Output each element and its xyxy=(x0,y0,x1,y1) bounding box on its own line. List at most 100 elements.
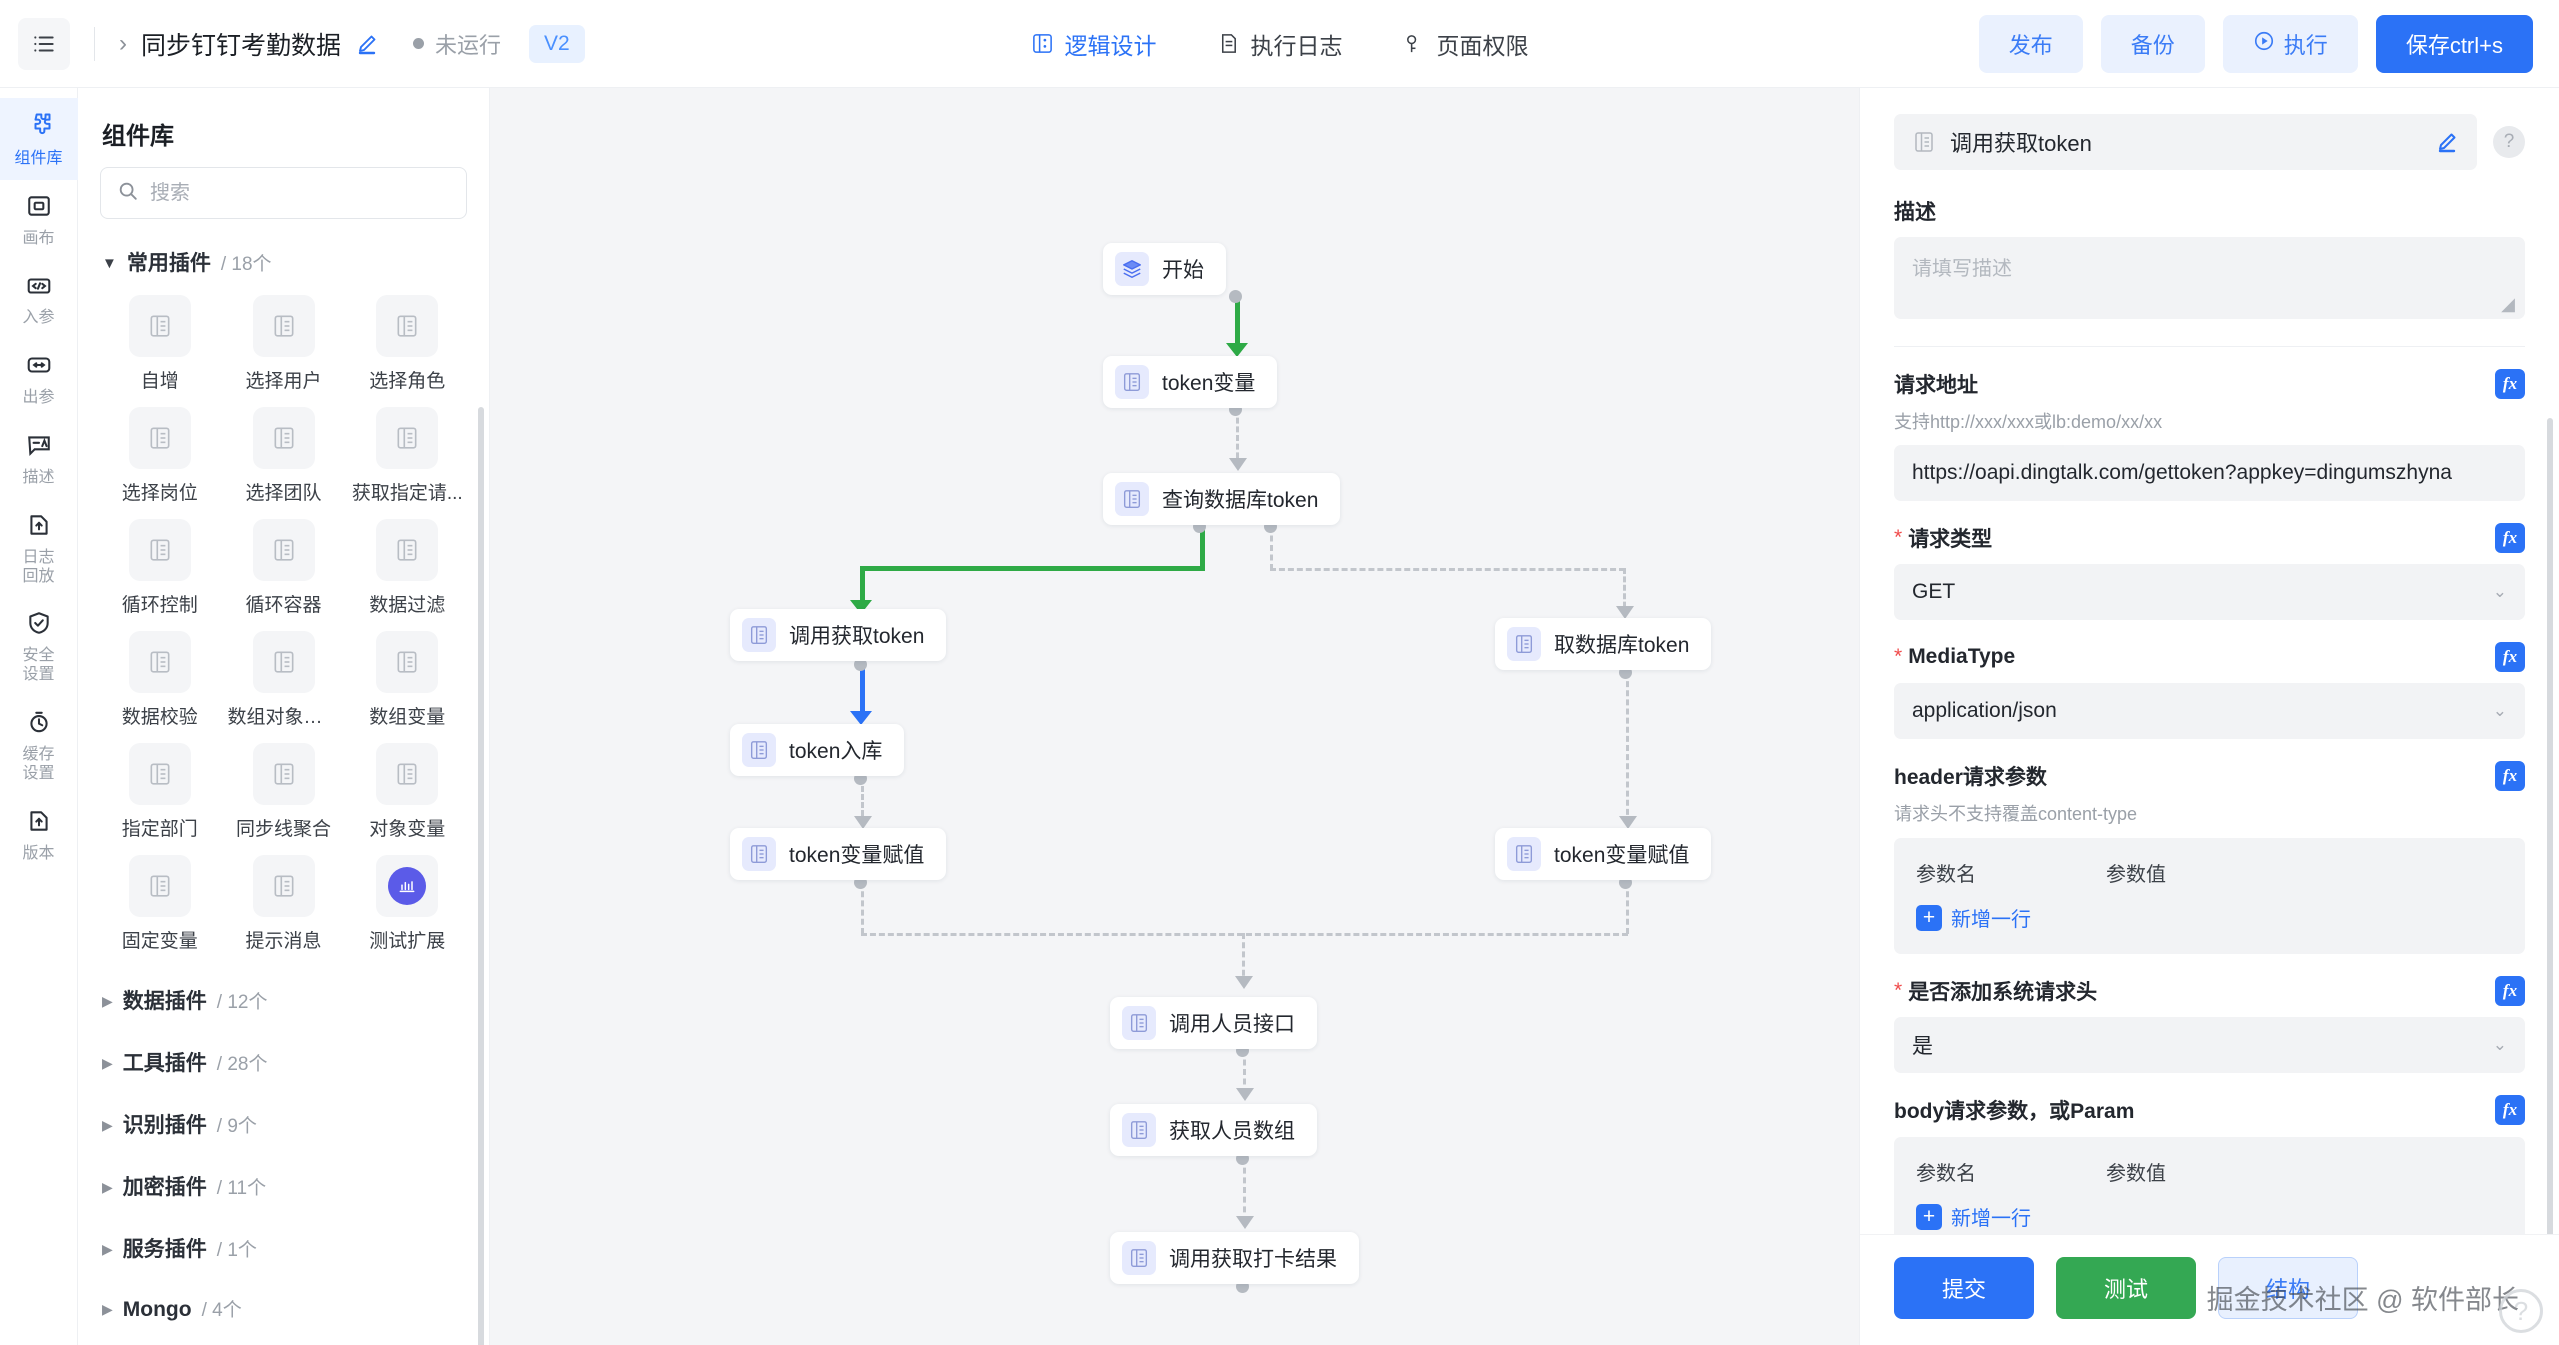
properties-scrollbar[interactable] xyxy=(2547,418,2553,1234)
category-row[interactable]: ▶加密插件/ 11个 xyxy=(100,1155,467,1217)
properties-scroll-area[interactable]: 调用获取token ? 描述 ◢ xyxy=(1860,88,2559,1234)
plugin-item[interactable]: 选择岗位 xyxy=(104,407,216,505)
fx-icon[interactable]: fx xyxy=(2495,976,2525,1006)
flow-node-callstaff[interactable]: 调用人员接口 xyxy=(1110,997,1317,1049)
plugin-item[interactable]: 数组对象变量 xyxy=(228,631,340,729)
tab-execution-log[interactable]: 执行日志 xyxy=(1215,21,1345,67)
request-url-hint: 支持http://xxx/xxx或lb:demo/xx/xx xyxy=(1894,412,2163,432)
chevron-down-icon: ⌄ xyxy=(2492,701,2507,720)
library-scrollbar[interactable] xyxy=(478,407,484,1345)
flow-node-getstaff[interactable]: 获取人员数组 xyxy=(1110,1104,1317,1156)
category-common-plugins[interactable]: ▼ 常用插件 / 18个 xyxy=(100,237,467,289)
request-url-input[interactable] xyxy=(1894,445,2525,501)
description-input[interactable] xyxy=(1894,237,2525,319)
version-badge[interactable]: V2 xyxy=(529,24,585,63)
search-input[interactable] xyxy=(150,181,450,205)
fx-icon[interactable]: fx xyxy=(2495,642,2525,672)
plugin-item[interactable]: 选择团队 xyxy=(228,407,340,505)
library-scroll-area[interactable]: ▼ 常用插件 / 18个 自增选择用户选择角色选择岗位选择团队获取指定请...循… xyxy=(78,237,489,1345)
plugin-item[interactable]: 选择角色 xyxy=(352,295,464,393)
body-add-row-button[interactable]: + 新增一行 xyxy=(1916,1202,2503,1231)
plugin-item[interactable]: 数据校验 xyxy=(104,631,216,729)
rail-item-input-params[interactable]: 入参 xyxy=(0,260,78,340)
edge-querydb-branch-right-h xyxy=(1270,568,1625,571)
category-row[interactable]: ▶工具插件/ 28个 xyxy=(100,1031,467,1093)
rail-item-description[interactable]: 描述 xyxy=(0,419,78,499)
fx-icon[interactable]: fx xyxy=(2495,761,2525,791)
category-row[interactable]: ▶服务插件/ 1个 xyxy=(100,1217,467,1279)
plugin-item[interactable]: 选择用户 xyxy=(228,295,340,393)
rail-item-version[interactable]: 版本 xyxy=(0,795,78,875)
pencil-icon[interactable] xyxy=(355,32,379,56)
publish-button[interactable]: 发布 xyxy=(1978,14,2083,73)
flow-node-tokenvar[interactable]: token变量 xyxy=(1103,356,1278,408)
question-mark-icon[interactable]: ? xyxy=(2493,126,2525,158)
node-name-box[interactable]: 调用获取token xyxy=(1894,114,2477,170)
plugin-item[interactable]: 数组变量 xyxy=(352,631,464,729)
plugin-block-icon xyxy=(742,733,776,767)
properties-footer: 提交 测试 结构 xyxy=(1860,1234,2559,1345)
edge-getdb-to-assign2 xyxy=(1626,672,1629,824)
tab-logic-design[interactable]: 逻辑设计 xyxy=(1029,21,1159,67)
category-row[interactable]: ▶数据插件/ 12个 xyxy=(100,969,467,1031)
plugin-item[interactable]: 获取指定请... xyxy=(352,407,464,505)
body-params-label: body请求参数，或Param fx xyxy=(1894,1095,2525,1125)
table-header-row: 参数名 参数值 xyxy=(1916,1157,2503,1186)
rail-item-log-replay[interactable]: 日志 回放 xyxy=(0,499,78,598)
structure-button[interactable]: 结构 xyxy=(2218,1257,2358,1319)
arrowhead-icon xyxy=(850,711,872,725)
plugin-item[interactable]: 自增 xyxy=(104,295,216,393)
plugin-label: 循环控制 xyxy=(121,595,198,616)
flow-node-tokenassign1[interactable]: token变量赋值 xyxy=(730,828,947,880)
flow-node-start[interactable]: 开始 xyxy=(1103,243,1226,295)
flow-node-label: 获取人员数组 xyxy=(1169,1120,1295,1143)
flow-node-calltoken[interactable]: 调用获取token xyxy=(730,609,947,661)
body: 组件库 画布 入参 xyxy=(0,88,2559,1345)
plugin-item[interactable]: 循环容器 xyxy=(228,519,340,617)
plugin-item[interactable]: 指定部门 xyxy=(104,743,216,841)
media-type-select[interactable]: application/json ⌄ xyxy=(1894,683,2525,739)
flow-node-callpunch[interactable]: 调用获取打卡结果 xyxy=(1110,1232,1359,1284)
flow-canvas[interactable]: 开始 token变量查询数据库token 调用获取token token入库 token… xyxy=(490,88,1859,1345)
category-row[interactable]: ▶识别插件/ 9个 xyxy=(100,1093,467,1155)
plugin-item[interactable]: 对象变量 xyxy=(352,743,464,841)
plugin-item[interactable]: 循环控制 xyxy=(104,519,216,617)
canvas-square-icon xyxy=(26,193,52,225)
search-box[interactable] xyxy=(100,167,467,219)
fx-icon[interactable]: fx xyxy=(2495,369,2525,399)
fx-icon[interactable]: fx xyxy=(2495,523,2525,553)
rail-item-canvas[interactable]: 画布 xyxy=(0,180,78,260)
menu-toggle-button[interactable] xyxy=(18,17,70,70)
plugin-item[interactable]: 固定变量 xyxy=(104,855,216,953)
plugin-item[interactable]: 提示消息 xyxy=(228,855,340,953)
pencil-icon[interactable] xyxy=(2435,130,2459,154)
submit-button[interactable]: 提交 xyxy=(1894,1257,2034,1319)
category-row[interactable]: ▶Mongo/ 4个 xyxy=(100,1279,467,1338)
field-label-text: 是否添加系统请求头 xyxy=(1908,981,2098,1004)
test-button[interactable]: 测试 xyxy=(2056,1257,2196,1319)
tab-page-permission[interactable]: 页面权限 xyxy=(1401,21,1531,67)
rail-item-security-settings[interactable]: 安全 设置 xyxy=(0,597,78,696)
plugin-label: 测试扩展 xyxy=(369,931,446,952)
rail-item-component-library[interactable]: 组件库 xyxy=(0,98,78,180)
node-port[interactable] xyxy=(854,658,867,671)
flow-node-getdbtoken[interactable]: 取数据库token xyxy=(1495,618,1712,670)
node-port[interactable] xyxy=(1229,290,1242,303)
flow-node-tokenassign2[interactable]: token变量赋值 xyxy=(1495,828,1712,880)
backup-button[interactable]: 备份 xyxy=(2100,14,2205,73)
system-header-select[interactable]: 是 ⌄ xyxy=(1894,1017,2525,1073)
plugin-item[interactable]: 数据过滤 xyxy=(352,519,464,617)
plugin-item[interactable]: 同步线聚合 xyxy=(228,743,340,841)
plugin-item[interactable]: 测试扩展 xyxy=(352,855,464,953)
puzzle-icon xyxy=(25,111,53,145)
rail-item-cache-settings[interactable]: 缓存 设置 xyxy=(0,696,78,795)
request-method-select[interactable]: GET ⌄ xyxy=(1894,564,2525,620)
rail-item-output-params[interactable]: 出参 xyxy=(0,339,78,419)
header-add-row-button[interactable]: + 新增一行 xyxy=(1916,903,2503,932)
execute-button[interactable]: 执行 xyxy=(2222,14,2358,73)
flow-node-querydb[interactable]: 查询数据库token xyxy=(1103,473,1341,525)
save-button[interactable]: 保存ctrl+s xyxy=(2375,14,2533,73)
fx-icon[interactable]: fx xyxy=(2495,1095,2525,1125)
top-actions: 发布 备份 执行 保存ctrl+s xyxy=(1978,14,2533,73)
flow-node-tokenstore[interactable]: token入库 xyxy=(730,724,905,776)
